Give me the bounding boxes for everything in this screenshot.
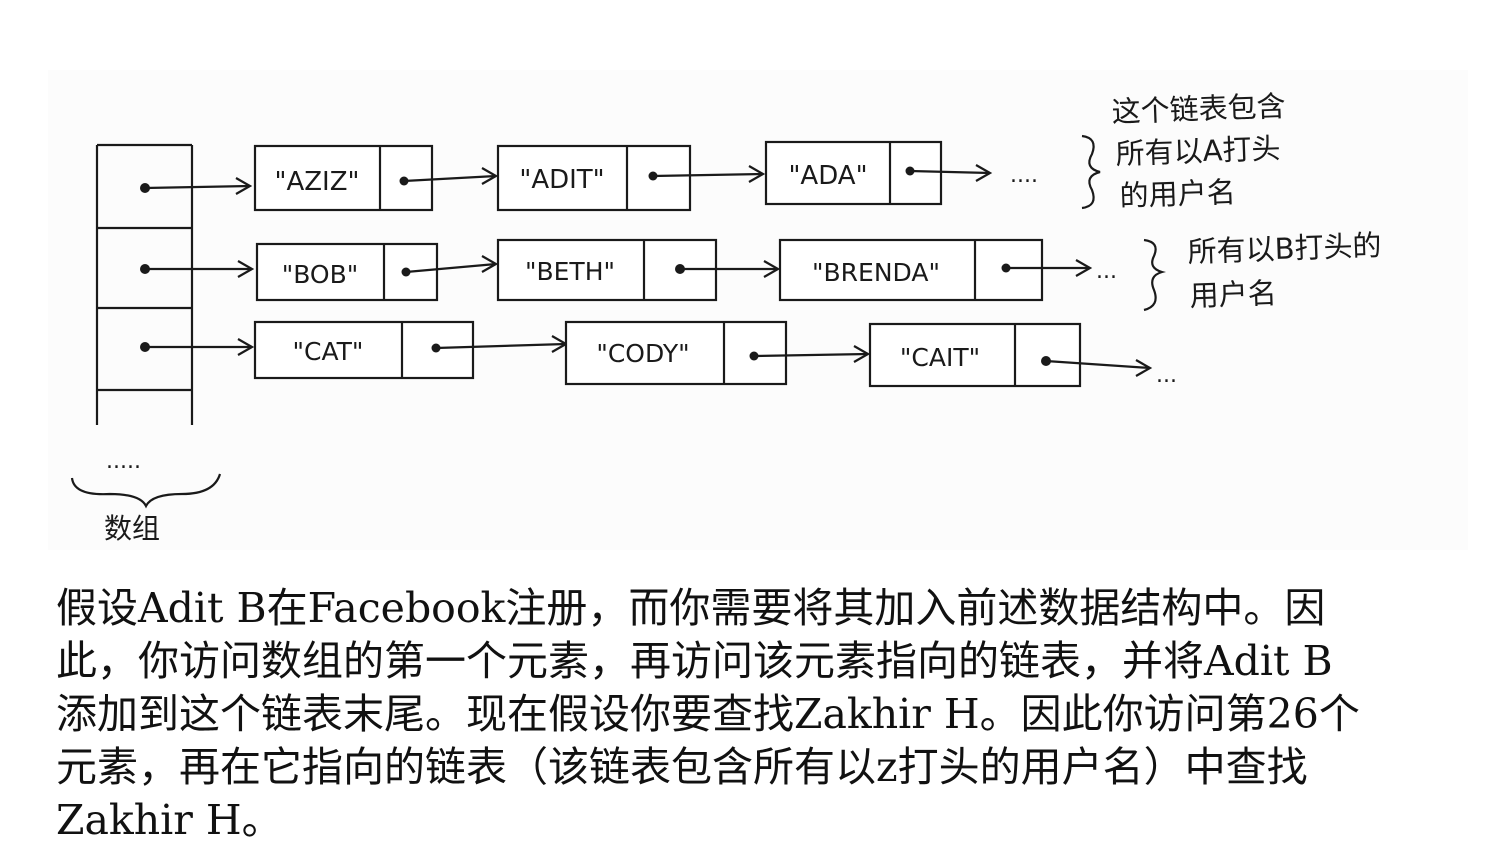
note-brace-b (1143, 238, 1166, 312)
note-line: 这个链表包含 (1111, 89, 1286, 129)
node-value: "BOB" (282, 260, 359, 289)
array (95, 143, 194, 425)
node-value: "CODY" (596, 339, 689, 368)
list-node: "CAIT" (868, 322, 1082, 388)
array-trailing-dots: ..... (106, 449, 141, 474)
row-trailing-dots: ... (1096, 259, 1117, 284)
note-line: 的用户名 (1119, 175, 1236, 213)
node-value: "AZIZ" (275, 167, 360, 197)
node-value: "ADA" (788, 161, 867, 191)
paragraph-line: 元素，再在它指向的链表（该链表包含所有以z打头的用户名）中查找 (56, 743, 1308, 791)
node-value: "BRENDA" (812, 258, 940, 287)
list-node: "ADA" (764, 140, 943, 206)
note-line: 所有以B打头的 (1187, 228, 1382, 269)
list-node: "CAT" (253, 320, 475, 380)
paragraph-line: Zakhir H。 (56, 796, 283, 844)
list-node: "ADIT" (496, 144, 692, 212)
row-trailing-dots: ... (1156, 363, 1177, 388)
array-brace (70, 473, 222, 509)
node-value: "CAT" (293, 337, 364, 366)
note-brace-a (1081, 134, 1101, 210)
paragraph-line: 此，你访问数组的第一个元素，再访问该元素指向的链表，并将Adit B (56, 637, 1333, 685)
note-line: 所有以A打头 (1115, 131, 1281, 171)
row-trailing-dots: .... (1010, 163, 1038, 188)
linked-list-row-b: "BOB" "BETH" "BRENDA" ... (255, 238, 1117, 302)
node-value: "BETH" (525, 257, 615, 286)
array-label: 数组 (104, 512, 160, 545)
list-node: "AZIZ" (253, 144, 434, 212)
note-b: 所有以B打头的 用户名 (1187, 228, 1382, 313)
linked-list-array-diagram: ..... 数组 "AZIZ" "ADIT" (70, 88, 1383, 545)
note-a: 这个链表包含 所有以A打头 的用户名 (1111, 89, 1286, 213)
node-value: "ADIT" (519, 165, 604, 195)
note-line: 用户名 (1189, 276, 1277, 313)
list-node: "CODY" (564, 320, 788, 386)
list-node: "BRENDA" (778, 238, 1044, 302)
linked-list-row-c: "CAT" "CODY" "CAIT" ... (253, 320, 1177, 388)
array-pointers (140, 177, 255, 356)
linked-list-row-a: "AZIZ" "ADIT" "ADA" .... (253, 140, 1038, 212)
body-paragraph: 假设Adit B在Facebook注册，而你需要将其加入前述数据结构中。因 此，… (56, 582, 1456, 847)
paragraph-line: 假设Adit B在Facebook注册，而你需要将其加入前述数据结构中。因 (56, 584, 1326, 632)
node-value: "CAIT" (900, 343, 980, 372)
paragraph-line: 添加到这个链表末尾。现在假设你要查找Zakhir H。因此你访问第26个 (56, 690, 1360, 738)
